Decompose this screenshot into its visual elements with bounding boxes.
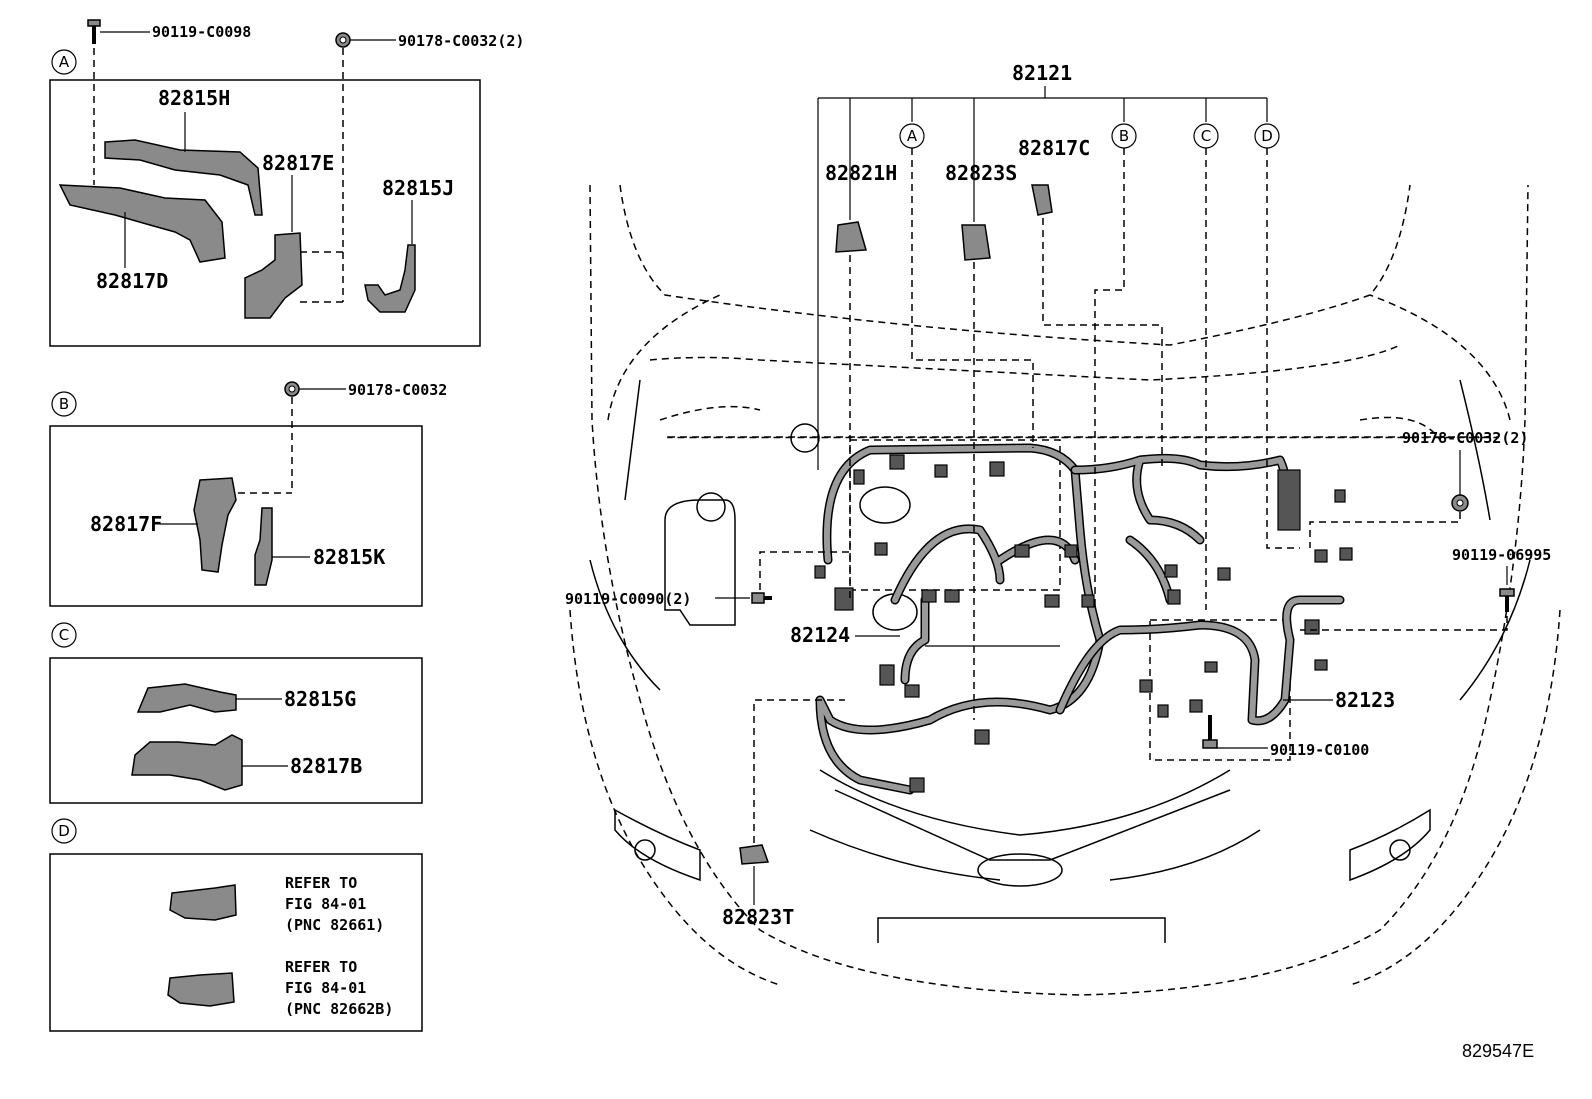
part-82823s [961, 224, 991, 261]
part-label: 82815J [382, 176, 454, 200]
part-82817f [193, 477, 237, 573]
inset-d: D REFER TO FIG 84-01 (PNC 82661) REFER T… [49, 818, 423, 1032]
inset-a-letter: A [59, 53, 70, 71]
part-label: 82823S [945, 161, 1017, 185]
wire-harness-82121 [814, 443, 1353, 795]
part-82817b [131, 734, 243, 791]
fastener-label: 90119-C0090(2) [565, 590, 691, 608]
callout-circle-c [51, 622, 77, 648]
bolt-icon [87, 19, 101, 44]
inset-b-letter: B [59, 395, 69, 413]
ref-text: FIG 84-01 [285, 979, 366, 997]
part-label: 82817B [290, 754, 362, 778]
ref-text: FIG 84-01 [285, 895, 366, 913]
bolt-icon [1499, 588, 1515, 612]
part-82821h [835, 221, 867, 253]
fastener-label: 90178-C0032 [348, 381, 447, 399]
clip-icon [284, 381, 300, 397]
clip-icon [335, 32, 351, 48]
callout-circle-a [51, 49, 77, 75]
part-label: 82823T [722, 905, 794, 929]
fastener-label: 90178-C0032(2) [1402, 429, 1528, 447]
part-82815k [254, 507, 273, 586]
callout-circle-d [51, 818, 77, 844]
fastener-label: 90178-C0032(2) [398, 32, 524, 50]
part-82823t [739, 844, 770, 865]
part-label: 82817D [96, 269, 168, 293]
part-label: 82124 [790, 623, 850, 647]
fastener-label: 90119-C0100 [1270, 741, 1369, 759]
fastener-label: 90119-06995 [1452, 546, 1551, 564]
inset-c: C 82815G 82817B [49, 622, 423, 804]
callout-letter: A [907, 127, 918, 145]
part-ref-82661 [169, 884, 237, 921]
part-ref-82662b [167, 972, 235, 1007]
figure-id: 829547E [1462, 1041, 1534, 1061]
fastener-label: 90119-C0098 [152, 23, 251, 41]
inset-b: B 90178-C0032 82817F 82815K [49, 381, 447, 607]
part-label: 82815H [158, 86, 230, 110]
ref-text: (PNC 82661) [285, 916, 384, 934]
bolt-icon [1202, 715, 1218, 749]
inset-c-letter: C [59, 626, 69, 644]
inset-a: A 90119-C0098 90178-C0032(2) 82815H 8281… [49, 19, 524, 347]
callout-letter: C [1201, 127, 1211, 145]
part-82815g [136, 683, 237, 713]
clip-icon [1451, 494, 1469, 512]
part-82815j [364, 244, 416, 313]
part-label: 82121 [1012, 61, 1072, 85]
part-label: 82817E [262, 151, 334, 175]
part-82815h [104, 139, 263, 216]
vehicle-outline [569, 184, 1561, 996]
callout-letter: D [1261, 127, 1273, 145]
callout-circle-b [51, 391, 77, 417]
part-82817e [244, 232, 303, 319]
part-label: 82817C [1018, 136, 1090, 160]
ref-text: REFER TO [285, 874, 357, 892]
part-label: 82821H [825, 161, 897, 185]
part-82817c [1031, 184, 1053, 216]
part-label: 82815G [284, 687, 356, 711]
ref-text: (PNC 82662B) [285, 1000, 393, 1018]
part-label: 82815K [313, 545, 385, 569]
callout-letter: B [1119, 127, 1129, 145]
inset-d-letter: D [58, 822, 70, 840]
part-82817d [58, 184, 226, 263]
ref-text: REFER TO [285, 958, 357, 976]
part-label: 82123 [1335, 688, 1395, 712]
bolt-icon [751, 592, 772, 604]
main-labels: 82121 A B C D 82821H 82823S 82817C [565, 61, 1551, 929]
part-label: 82817F [90, 512, 162, 536]
